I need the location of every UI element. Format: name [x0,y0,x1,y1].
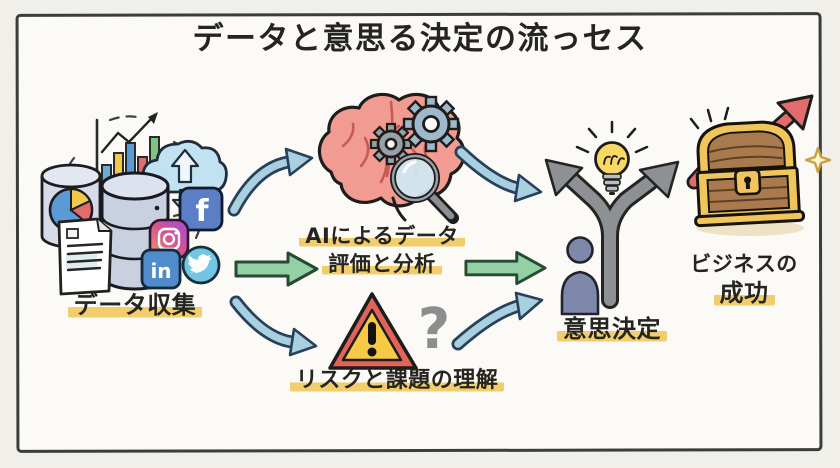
fork-arrow-icon [544,158,680,309]
facebook-letter: f [195,194,209,229]
arrow-collection-to-analysis-top [227,147,314,217]
facebook-icon: f [178,186,224,232]
linkedin-letters: in [150,259,171,283]
arrow-risk-to-decision [451,291,544,351]
gear-icon-large [402,95,460,153]
person-icon [560,236,600,316]
diagram-title: データと意思る決定の流っセス [192,21,648,57]
data-collection-cluster: f in [40,112,228,296]
ai-analysis-label-line1: AIによるデータ [282,224,482,248]
linkedin-icon: in [140,248,182,290]
twitter-icon [181,245,221,285]
warning-triangle-icon [328,292,418,370]
decision-label: 意思決定 [532,315,692,344]
success-label-line1: ビジネスの [690,252,798,276]
question-mark-icon: ? [418,297,450,362]
ai-analysis-figure [317,92,466,224]
success-figure [686,94,832,236]
risk-figure: ? [328,292,450,370]
ai-analysis-label-line2: 評価と分析 [282,252,482,276]
success-label-line2: 成功 [669,279,819,308]
decision-figure [544,120,680,316]
risk-label: リスクと課題の理解 [277,368,517,393]
treasure-chest-icon [694,120,806,228]
sparkle-icon [804,146,832,174]
arrow-analysis-to-decision-middle [464,250,547,286]
arrow-analysis-to-decision-top [454,145,543,203]
arrow-collection-to-analysis-middle [234,251,319,287]
data-collection-label: データ収集 [50,291,220,320]
shine-rays [689,106,730,130]
arrow-collection-to-risk [229,295,318,357]
document-icon [57,217,113,296]
lightbulb-icon [575,120,649,195]
magnifier-icon [390,153,459,224]
gear-icon [369,122,413,166]
